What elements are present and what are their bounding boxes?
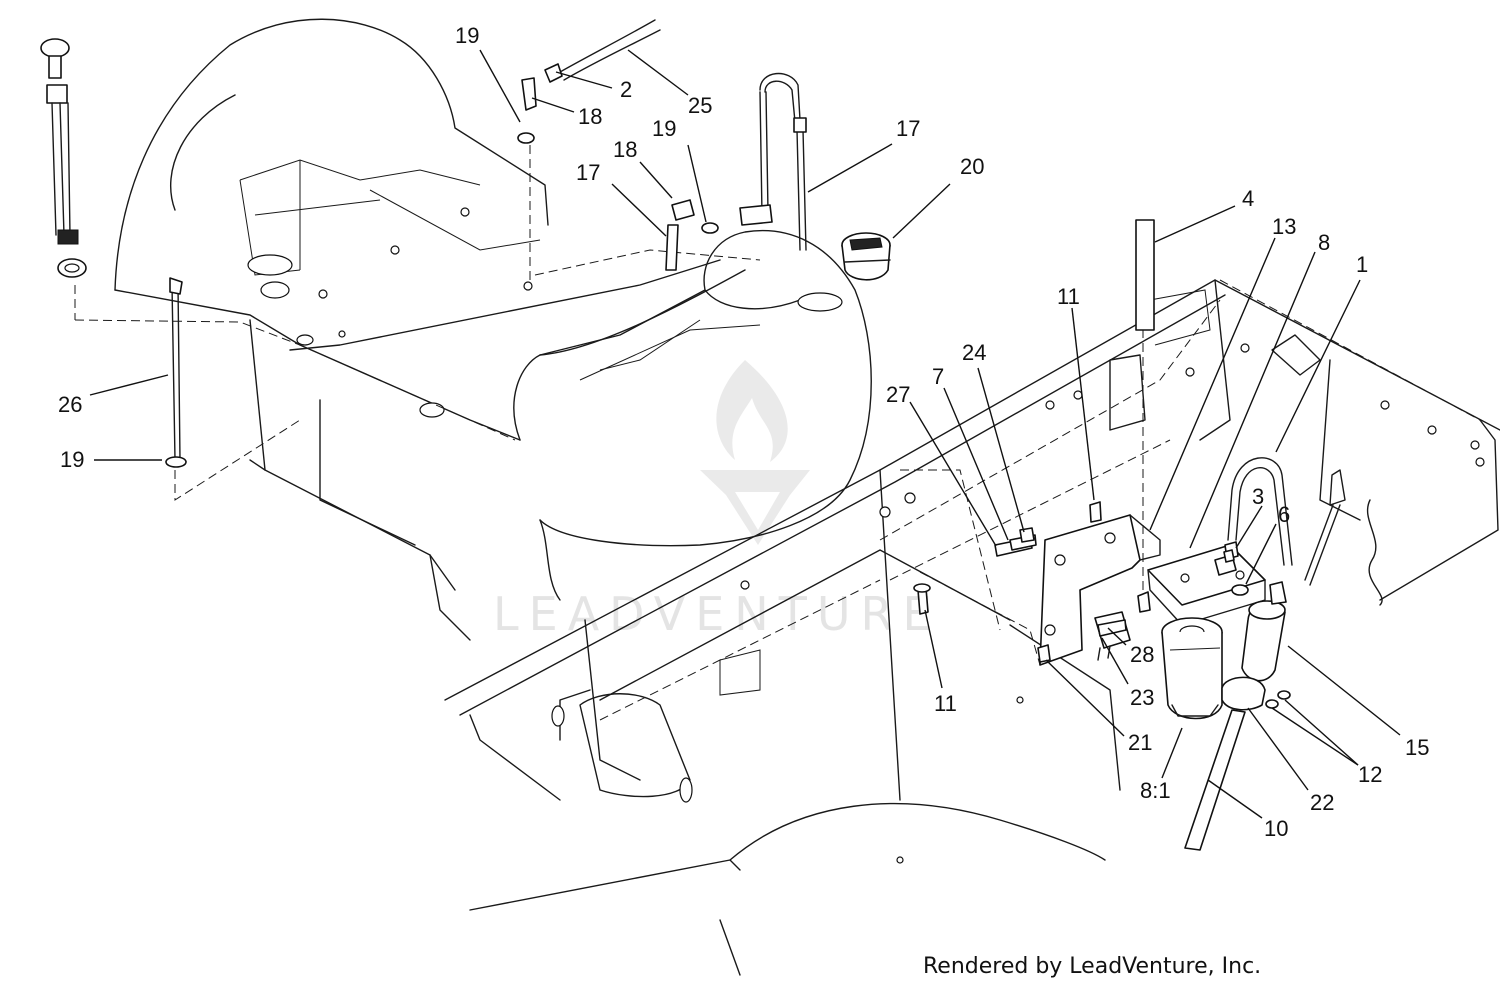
callout-2: 2 [620, 77, 632, 102]
callout-26: 26 [58, 392, 82, 417]
callout-12: 12 [1358, 762, 1382, 787]
callout-21: 21 [1128, 730, 1152, 755]
callout-6: 6 [1278, 502, 1290, 527]
callout-18-upper: 18 [578, 104, 602, 129]
callout-19-lower: 19 [60, 447, 84, 472]
pump-clamp [1221, 676, 1291, 711]
callout-8: 8 [1318, 230, 1330, 255]
fuel-cap [841, 232, 891, 281]
callout-28: 28 [1130, 642, 1154, 667]
callout-11-lower: 11 [934, 691, 957, 716]
callout-7: 7 [932, 364, 944, 389]
watermark-text: LEADVENTURE [493, 587, 942, 641]
callout-3: 3 [1252, 484, 1264, 509]
callout-24: 24 [962, 340, 986, 365]
callout-19-middle: 19 [652, 116, 676, 141]
chassis-frame [444, 279, 1500, 976]
callout-15: 15 [1405, 735, 1429, 760]
callout-13: 13 [1272, 214, 1296, 239]
callout-8-1: 8:1 [1140, 778, 1171, 803]
callout-22: 22 [1310, 790, 1334, 815]
callout-4: 4 [1242, 186, 1254, 211]
vent-tube [165, 277, 187, 468]
callout-23: 23 [1130, 685, 1154, 710]
watermark-v-icon [700, 470, 810, 545]
return-hose [1223, 457, 1293, 596]
wire-harness [1304, 469, 1346, 586]
callout-20: 20 [960, 154, 984, 179]
hose-4 [1135, 219, 1155, 613]
callout-1: 1 [1356, 252, 1368, 277]
fuel-tank [513, 230, 872, 601]
fuel-line-10 [1184, 709, 1246, 851]
fuel-filter [1161, 617, 1223, 720]
watermark: LEADVENTURE [493, 360, 942, 641]
callout-17-left: 17 [576, 160, 600, 185]
credit-text: Rendered by LeadVenture, Inc. [923, 954, 1261, 979]
callout-10: 10 [1264, 816, 1288, 841]
body-shell [114, 18, 721, 641]
callout-19-upper: 19 [455, 23, 479, 48]
fuel-pump [1241, 581, 1287, 682]
watermark-flame-icon [716, 360, 788, 462]
solenoid-clamp [1094, 611, 1131, 661]
fuel-gauge-sender [40, 38, 87, 278]
parts [40, 19, 1346, 851]
vent-fittings [665, 72, 807, 271]
callouts: 19 2 25 18 19 18 17 17 20 4 13 8 1 11 24… [58, 23, 1429, 841]
leader-lines [89, 49, 1401, 819]
callout-17-right: 17 [896, 116, 920, 141]
fuel-line-25 [517, 19, 661, 144]
callout-11-upper: 11 [1057, 284, 1080, 309]
callout-18-middle: 18 [613, 137, 637, 162]
mounting-bracket [913, 501, 1161, 666]
valve-plate [1147, 544, 1266, 626]
callout-25: 25 [688, 93, 712, 118]
callout-27: 27 [886, 382, 910, 407]
